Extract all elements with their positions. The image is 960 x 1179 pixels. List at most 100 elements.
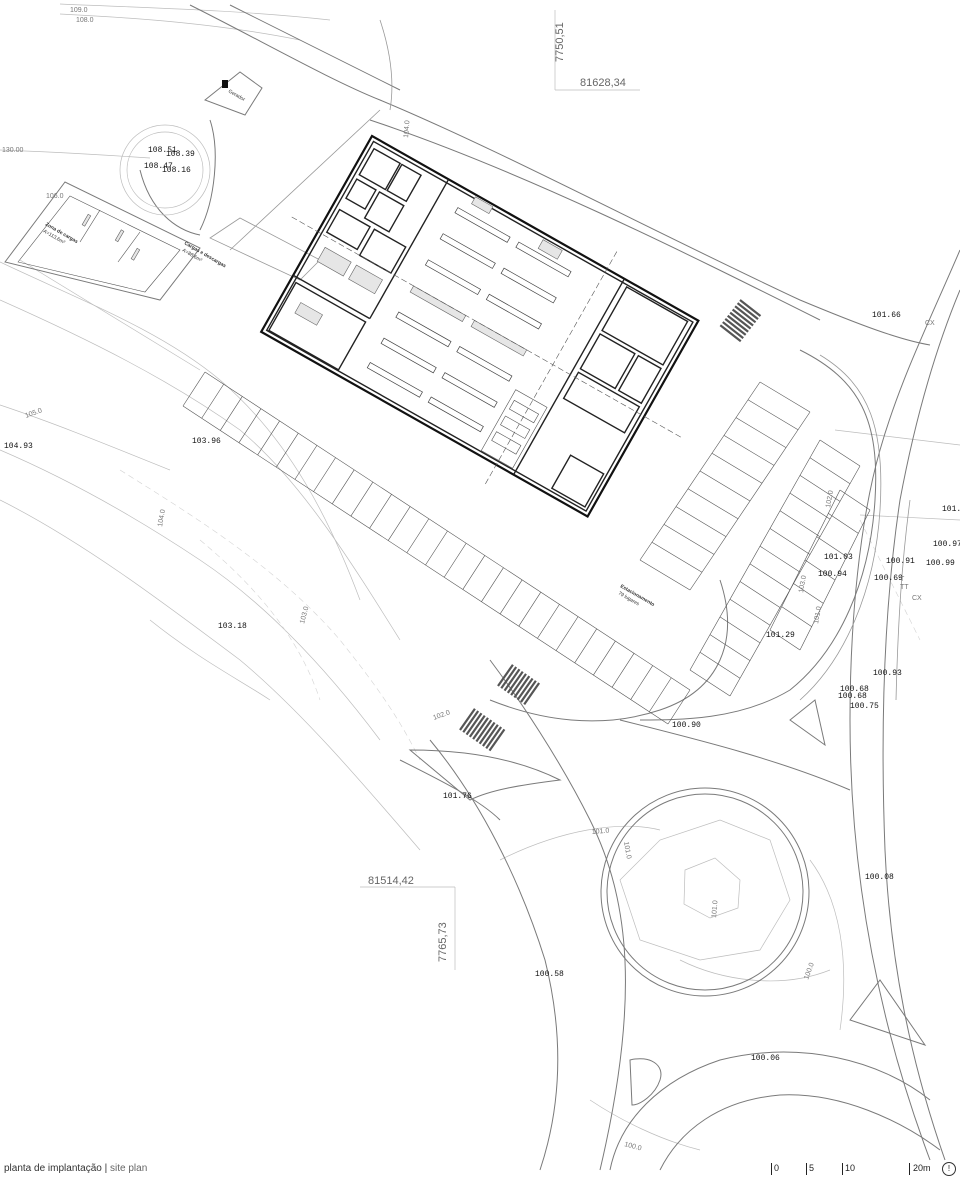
contour-label: 101.0 (622, 841, 632, 860)
scale-tick-label: 0 (774, 1163, 780, 1173)
zebra-stripe (485, 726, 503, 749)
drawing-title-pt: planta de implantação (4, 1163, 102, 1174)
main-building (259, 134, 700, 518)
contour-label: 100.0 (803, 962, 816, 981)
parking-stall-line (425, 530, 448, 566)
coord-top-y: 7750,51 (554, 22, 566, 62)
spot-level: 101. (942, 505, 960, 514)
spot-level: 100.58 (535, 970, 564, 979)
parking-stall-line (574, 628, 597, 664)
parking-stall-line (499, 579, 523, 615)
zebra-stripe (722, 321, 744, 339)
shelving-aisles (366, 196, 572, 433)
zebra-stripe (497, 664, 514, 687)
parking-stall-line (839, 489, 871, 511)
zebra-stripe (488, 728, 506, 752)
title-separator: | (104, 1163, 108, 1174)
parking-stall-line (667, 689, 691, 725)
spot-level: 101.66 (872, 311, 901, 320)
spot-level: 100.90 (672, 721, 701, 730)
parking-stall-line (518, 591, 542, 627)
parking-stall-line (735, 417, 787, 448)
parking-block-east (639, 381, 871, 697)
zebra-crossing-s2 (459, 708, 506, 752)
contour-label: 109.0 (70, 7, 88, 14)
parking-stall-line (555, 616, 579, 651)
parking-stall-line (729, 598, 771, 626)
contour-label: 106.0 (46, 193, 64, 200)
parking-stall-line (313, 457, 336, 492)
parking-stall-line (294, 445, 318, 480)
spot-level: 108.47 (144, 162, 173, 171)
zebra-stripe (506, 670, 524, 694)
parking-stall-line (689, 669, 731, 697)
roundabout (408, 699, 927, 1106)
parking-stall-line (699, 470, 751, 502)
parking-stall-line (443, 543, 467, 578)
zebra-stripe (465, 712, 483, 736)
zebra-stripe (724, 318, 747, 336)
parking-stall-line (331, 469, 355, 505)
scale-tick-label: 5 (809, 1163, 815, 1173)
parking-stall-line (369, 494, 392, 529)
parking-stall-line (257, 420, 280, 456)
parking-stall-line (709, 634, 751, 661)
zebra-stripe (731, 308, 754, 327)
parking-stall-line (481, 567, 504, 602)
parking-stall-line (699, 652, 741, 679)
parking-stall-line (675, 506, 727, 537)
parking-stall-line (779, 510, 821, 538)
zebra-stripe (523, 682, 541, 705)
cx-marker: CX (925, 320, 935, 327)
zebra-stripe (520, 680, 537, 703)
spot-level: 100.75 (850, 702, 879, 711)
parking-stall-line (711, 452, 763, 484)
parking-stall-line (663, 524, 715, 555)
parking-stall-line (828, 513, 859, 534)
contour-label: 100.0 (623, 1141, 642, 1152)
parking-stall-line (462, 555, 486, 590)
loading-zone-structure (4, 181, 321, 301)
spot-level: 100.08 (865, 873, 894, 882)
parking-stall-line (201, 384, 224, 419)
parking-stall-line (723, 435, 775, 466)
spot-level: 100.06 (751, 1054, 780, 1063)
drawing-title-en: site plan (110, 1163, 148, 1174)
parking-row-front (182, 371, 691, 725)
contour-label: 105.0 (24, 407, 43, 420)
contour-label: 104.0 (157, 509, 167, 528)
parking-stall-line (789, 492, 831, 520)
spot-level: 103.96 (192, 437, 221, 446)
spot-level: 100.91 (886, 557, 915, 566)
coord-bottom-y: 7765,73 (437, 922, 449, 962)
parking-stall-line (816, 536, 847, 557)
parking-stall-line (182, 371, 206, 407)
zebra-stripe (482, 724, 499, 747)
t-marker: T (900, 576, 905, 583)
parking-stall-line (804, 559, 836, 581)
spot-level: 101.03 (824, 553, 853, 562)
parking-stall-line (749, 563, 791, 591)
parking-stall-line (593, 640, 616, 676)
spot-level: 100.68 (840, 685, 869, 694)
parking-stall-line (809, 457, 851, 484)
zebra-stripe (503, 668, 521, 692)
coordinate-leaders (360, 10, 640, 970)
spot-level: 100.69 (874, 574, 903, 583)
zebra-stripe (468, 714, 486, 738)
parking-stall-line (687, 488, 739, 520)
terrain-contours (0, 3, 960, 1151)
generator-block (204, 71, 263, 116)
contour-label: 103.0 (299, 606, 310, 625)
generator-label: Gerador (227, 89, 246, 104)
parking-stall-line (350, 481, 374, 517)
t-marker: TT (900, 584, 909, 591)
spot-level: 103.18 (218, 622, 247, 631)
zebra-stripe (719, 324, 742, 343)
parking-stall-line (769, 528, 811, 555)
zebra-stripe (500, 666, 518, 689)
parking-stall-line (769, 629, 801, 651)
coord-bottom-x: 81514,42 (368, 875, 414, 887)
zebra-stripe (736, 302, 759, 321)
